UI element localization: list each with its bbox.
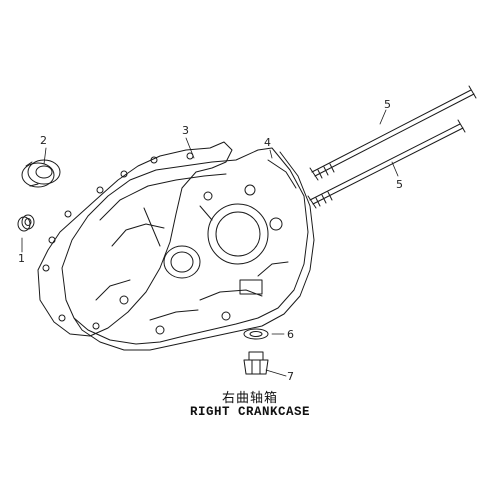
bearing [21,159,61,188]
callout-2: 2 [40,134,47,147]
caption-chinese: 右曲轴箱 [221,391,278,406]
washer [243,328,269,340]
callout-5-upper: 5 [384,98,391,111]
callout-7: 7 [287,370,294,383]
gasket-bolt-holes [42,152,194,330]
callout-6: 6 [287,328,294,341]
crankcase-gasket [37,141,233,337]
callout-4: 4 [264,136,271,149]
callout-3: 3 [182,124,189,137]
oil-seal [17,214,35,232]
caption-english: RIGHT CRANKCASE [189,405,311,419]
drain-bolt [243,351,269,375]
stud-bolt-upper [309,85,477,181]
stud-bolt-lower [307,119,466,209]
callout-5-lower: 5 [396,178,403,191]
leader-lines [21,109,399,377]
right-crankcase [61,147,315,351]
callout-1: 1 [18,252,25,265]
